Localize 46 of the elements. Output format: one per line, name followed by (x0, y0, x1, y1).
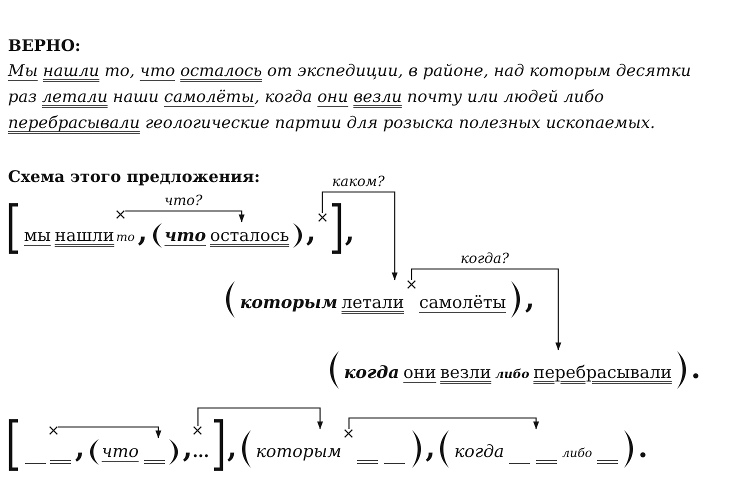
arrow (322, 191, 398, 280)
arrow (58, 426, 162, 438)
punctuation-mark: , (138, 215, 148, 249)
cross-mark-icon (49, 426, 58, 435)
subject-word: мы (24, 225, 51, 247)
section-heading: Схема этого предложения: (8, 167, 260, 187)
subject-word: они (403, 362, 436, 384)
predicate-word: осталось (210, 225, 290, 247)
predicate-word: летали (342, 292, 404, 314)
punctuation-mark: . (638, 431, 648, 465)
cross-mark-icon (318, 213, 327, 222)
predicate-word: перебрасывали (533, 362, 672, 384)
arrow (197, 407, 324, 430)
conjunction-word: либо (562, 445, 592, 462)
cross-mark-icon (344, 429, 354, 438)
heading: ВЕРНО: (8, 36, 81, 56)
conjunction-word: которым (240, 292, 338, 314)
cross-mark-icon (407, 280, 416, 289)
main-clause (7, 419, 226, 471)
punctuation-mark: , (524, 282, 535, 316)
arrow (411, 268, 562, 350)
subordinate-clause (223, 280, 523, 319)
subject-word: самолёты (419, 292, 506, 314)
predicate-word: везли (440, 362, 492, 384)
conjunction-word: что (102, 441, 139, 463)
conjunction-word: которым (256, 441, 342, 463)
conjunction-word: когда (454, 441, 504, 463)
punctuation-mark: . (690, 352, 701, 386)
punctuation-mark: , (182, 431, 192, 465)
punctuation-mark: , (75, 431, 85, 465)
cross-mark-icon (193, 426, 202, 435)
punctuation-mark: , (425, 431, 436, 465)
punctuation-mark: , (306, 215, 316, 249)
arrow (125, 210, 245, 222)
demonstrative-word: то (116, 229, 135, 246)
example-sentence: Мы нашли то, что осталось от экспедиции, в районе, над которым десятки раз летали наши самолёты, когда они везли почту или людей либо перебрасывали геологические партии для розыска полезных ископаемых. (8, 60, 692, 134)
cross-mark-icon (116, 210, 126, 219)
conjunction-word: что (164, 225, 206, 247)
predicate-word: нашли (54, 225, 114, 247)
punctuation-mark: , (227, 431, 237, 465)
conjunction-word: либо (495, 366, 530, 383)
ellipsis-mark: ... (192, 441, 210, 463)
conjunction-word: когда (344, 362, 400, 384)
subordinate-clause (327, 350, 689, 390)
arrow (348, 417, 540, 430)
punctuation-mark: , (344, 215, 355, 249)
